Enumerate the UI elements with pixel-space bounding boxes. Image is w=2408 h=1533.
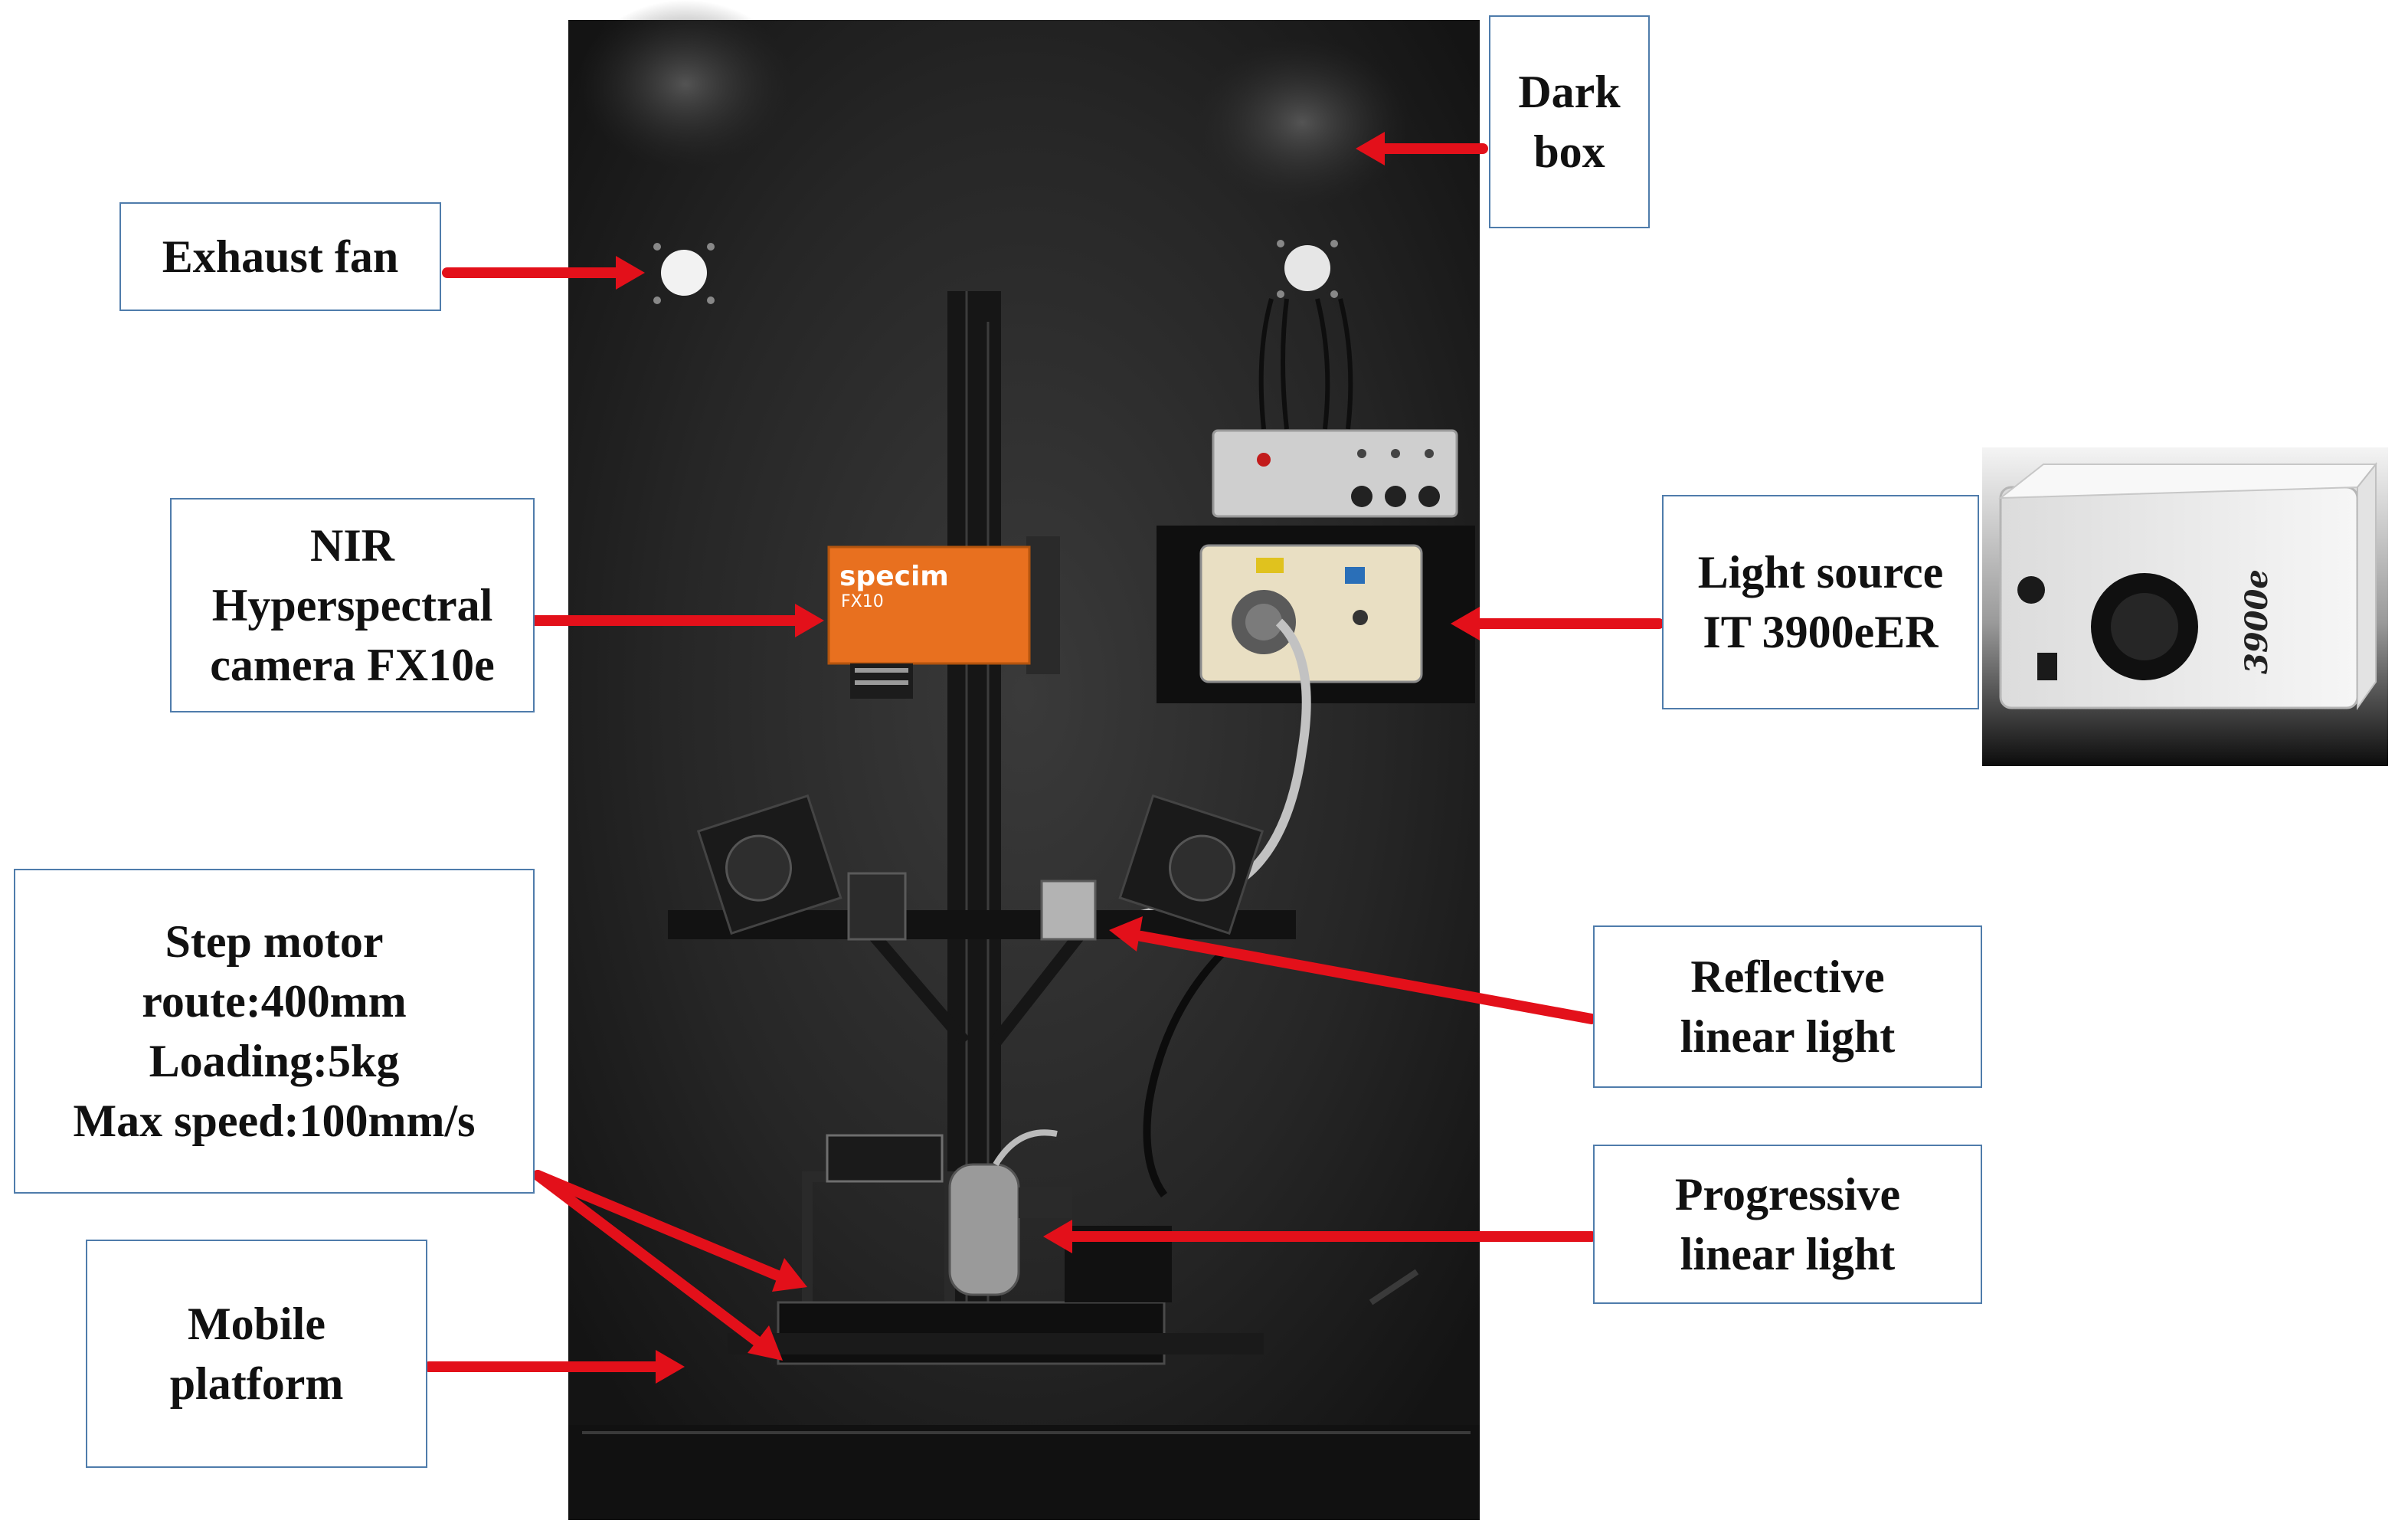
label-step-motor-line-1: Step motor	[165, 916, 384, 967]
arrow-head-reflective-light	[1109, 916, 1143, 952]
arrow-head-exhaust-fan	[616, 256, 645, 290]
arrow-head-progressive-light	[1043, 1220, 1072, 1253]
label-reflective-light-line-2: linear light	[1680, 1011, 1896, 1062]
arrow-head-nir-camera	[795, 604, 824, 637]
label-nir-camera: NIR Hyperspectral camera FX10e	[170, 498, 535, 712]
label-progressive-light-line-1: Progressive	[1674, 1169, 1901, 1220]
arrow-head-step-motor-a	[772, 1258, 807, 1292]
hyperspectral-camera: specim FX10	[827, 536, 1060, 699]
exhaust-fan-left	[653, 243, 715, 304]
label-light-source-line-1: Light source	[1697, 547, 1944, 598]
arrow-step-motor-b	[532, 1170, 764, 1348]
label-progressive-light: Progressive linear light	[1593, 1145, 1982, 1304]
arrow-step-motor-a	[532, 1170, 785, 1282]
label-nir-camera-line-2: Hyperspectral	[211, 580, 493, 631]
label-mobile-platform-line-2: platform	[169, 1358, 344, 1409]
label-mobile-platform: Mobile platform	[86, 1240, 427, 1468]
arrow-head-dark-box	[1356, 132, 1385, 165]
label-progressive-light-line-2: linear light	[1680, 1229, 1896, 1279]
label-exhaust-fan: Exhaust fan	[119, 202, 441, 311]
label-light-source-line-2: IT 3900eER	[1703, 607, 1939, 657]
ceiling-cables	[1258, 298, 1353, 430]
label-nir-camera-line-1: NIR	[309, 520, 394, 571]
label-step-motor-line-3: Loading:5kg	[149, 1036, 400, 1086]
label-dark-box-line-2: box	[1533, 126, 1605, 177]
light-source-inset-photo: 3900e	[1982, 447, 2388, 766]
dark-box-photo	[568, 0, 1480, 1520]
arrow-head-light-source	[1451, 607, 1480, 640]
reflective-light-left	[696, 794, 842, 935]
camera-brand-text: specim	[839, 561, 949, 592]
label-step-motor-line-2: route:400mm	[142, 976, 407, 1027]
camera-model-text: FX10	[841, 592, 884, 611]
label-dark-box-line-1: Dark	[1518, 67, 1621, 117]
reflective-light-housing-left	[847, 872, 907, 941]
arrow-group	[424, 132, 1664, 1384]
reflective-light-housing-right	[1040, 880, 1097, 941]
arrow-head-mobile-platform	[656, 1350, 685, 1384]
label-step-motor-line-4: Max speed:100mm/s	[73, 1096, 476, 1146]
progressive-light-unit	[948, 1129, 1072, 1296]
light-source-unit	[1157, 526, 1475, 703]
label-reflective-light-line-1: Reflective	[1690, 952, 1885, 1002]
reflective-light-right	[1118, 794, 1265, 935]
controller-box	[1212, 429, 1458, 518]
label-reflective-light: Reflective linear light	[1593, 925, 1982, 1088]
label-nir-camera-line-3: camera FX10e	[210, 640, 495, 690]
lower-cable	[1143, 947, 1229, 1197]
arrow-head-step-motor-b	[748, 1325, 783, 1361]
label-mobile-platform-line-1: Mobile	[188, 1299, 326, 1349]
exhaust-fan-right	[1277, 240, 1338, 298]
inset-model-text: 3900e	[2239, 569, 2275, 674]
label-light-source: Light source IT 3900eER	[1662, 495, 1979, 709]
arrow-reflective-light	[1136, 931, 1597, 1024]
label-dark-box: Dark box	[1489, 15, 1650, 228]
label-step-motor: Step motor route:400mm Loading:5kg Max s…	[14, 869, 535, 1194]
label-exhaust-fan-line-1: Exhaust fan	[162, 231, 399, 282]
